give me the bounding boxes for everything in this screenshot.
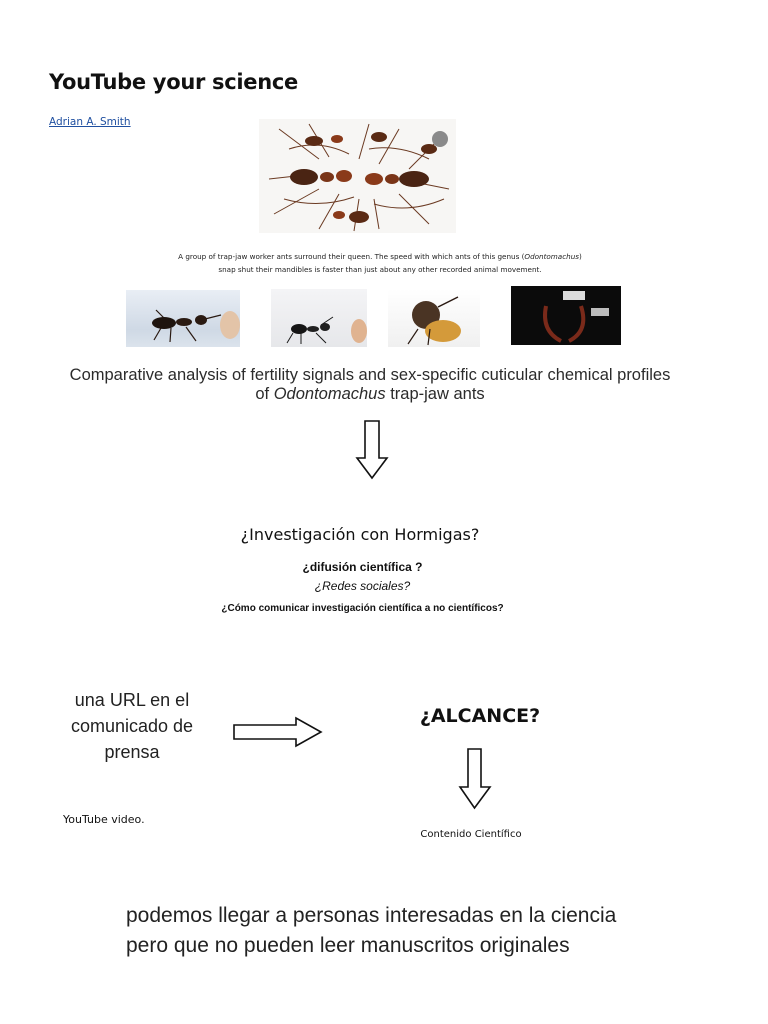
mandible-illustration [543,291,609,343]
caption-line1-end: ) [579,252,582,261]
alcance-heading: ¿ALCANCE? [419,705,541,727]
arrow-down-icon [355,420,389,485]
url-press-release-text: una URL en el comunicado de prensa [70,690,194,762]
paper-title: Comparative analysis of fertility signal… [40,366,700,404]
paper-title-prefix: of [255,385,274,403]
arrow-down-icon [458,748,492,815]
thumbnail-video-still [511,286,621,345]
arrow-right-icon [232,716,324,753]
closing-statement: podemos llegar a personas interesadas en… [126,901,726,961]
paper-title-suffix: trap-jaw ants [385,385,485,403]
thumbnail-ant-head [388,289,480,347]
thumbnail-ant-side [126,290,240,347]
thumbnail-ant-small [271,289,367,347]
closing-line1: podemos llegar a personas interesadas en… [126,904,617,927]
ant-group-illustration [268,123,450,232]
contenido-cientifico-label: Contenido Científico [420,829,522,840]
question-comunicar: ¿Cómo comunicar investigación científica… [221,603,504,614]
question-difusion: ¿difusión científica ? [302,560,423,574]
author-link[interactable]: Adrian A. Smith [49,116,131,128]
caption-line1: A group of trap-jaw worker ants surround… [178,252,525,261]
paper-title-genus: Odontomachus [273,385,386,403]
ant-small-illustration [286,316,367,344]
ant-head-illustration [407,296,461,346]
ant-side-illustration [152,309,240,343]
paper-title-part1: Comparative analysis of fertility signal… [69,366,671,384]
page-title: YouTube your science [49,70,298,94]
youtube-video-label: YouTube video. [63,813,145,826]
closing-line2: pero que no pueden leer manuscritos orig… [126,934,570,957]
caption-genus: Odontomachus [524,252,580,261]
question-redes: ¿Redes sociales? [314,579,411,593]
hero-caption: A group of trap-jaw worker ants surround… [130,250,630,276]
question-investigacion: ¿Investigación con Hormigas? [240,525,480,544]
hero-ant-image [259,119,456,233]
caption-line2: snap shut their mandibles is faster than… [218,265,542,274]
